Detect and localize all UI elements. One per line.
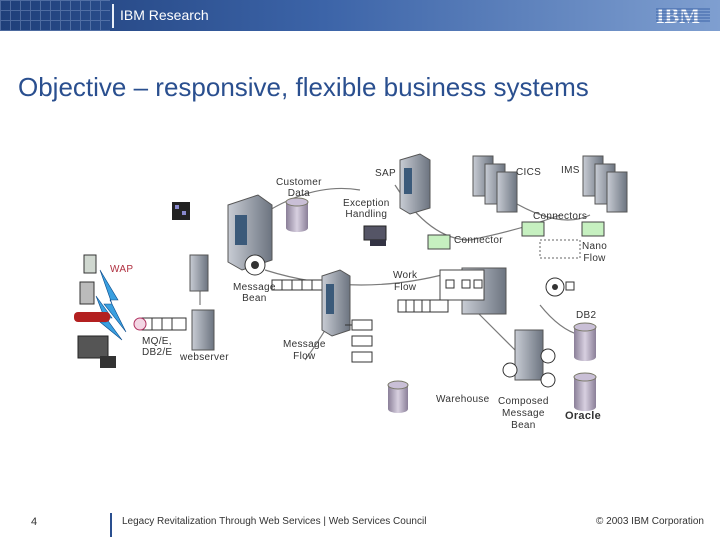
label-message-bean: Message Bean xyxy=(233,282,276,304)
db2-cylinder-icon xyxy=(573,322,597,361)
composed-bean-server-icon xyxy=(502,329,556,388)
nano-flow-icon xyxy=(539,239,581,297)
label-sap: SAP xyxy=(375,168,396,179)
label-nano-flow: Nano Flow xyxy=(582,241,608,264)
oracle-cylinder-icon xyxy=(573,372,597,411)
connector-box-2 xyxy=(521,221,545,237)
ibm-logo: IBM xyxy=(656,3,710,27)
webserver-top-icon xyxy=(189,254,209,292)
message-flow-server-icon xyxy=(321,269,351,337)
label-work-flow: Work Flow xyxy=(393,270,418,293)
car-icon xyxy=(74,312,110,322)
connector-box-3 xyxy=(581,221,605,237)
label-webserver: webserver xyxy=(180,352,229,363)
message-queue-icon xyxy=(397,299,449,313)
header-divider xyxy=(112,4,114,28)
workflow-server-icon xyxy=(439,267,507,315)
label-exception-handling: Exception Handling xyxy=(343,198,390,220)
laptop-icon xyxy=(100,356,116,368)
ims-server-cluster-icon xyxy=(582,155,628,213)
page-number: 4 xyxy=(31,516,38,528)
customer-data-cylinder-icon xyxy=(285,197,309,232)
architecture-diagram xyxy=(74,153,628,413)
label-customer-data: Customer Data xyxy=(276,177,322,199)
desk-phone-icon xyxy=(77,335,109,359)
warehouse-cylinder-icon xyxy=(387,380,409,413)
pda-icon xyxy=(83,254,97,274)
phone-terminal-icon xyxy=(363,225,387,246)
label-oracle: Oracle xyxy=(565,410,602,422)
label-connector: Connector xyxy=(454,235,503,246)
customer-server-icon xyxy=(227,194,273,271)
circuit-board-icon xyxy=(172,202,190,220)
link-server-workflow xyxy=(264,269,461,286)
webserver-bottom-icon xyxy=(191,309,215,351)
label-warehouse: Warehouse xyxy=(436,394,490,405)
header-bar: IBM Research IBM xyxy=(0,0,720,31)
connector-box-1 xyxy=(427,234,451,250)
label-message-flow: Message Flow xyxy=(283,339,326,362)
label-composed-message-bean: Composed Message Bean xyxy=(498,396,549,431)
label-wap: WAP xyxy=(110,264,134,275)
footer-divider xyxy=(110,513,112,537)
cics-server-cluster-icon xyxy=(472,155,518,213)
link-cics-connectors xyxy=(509,199,591,221)
label-cics: CICS xyxy=(516,167,542,178)
message-bean-icon xyxy=(244,254,325,291)
handheld-icon xyxy=(79,281,95,305)
label-db2: DB2 xyxy=(576,310,597,321)
message-flow-queues-icon xyxy=(345,319,373,363)
webserver-queue-icon xyxy=(133,317,187,331)
label-ims: IMS xyxy=(561,165,580,176)
header-pattern xyxy=(0,0,110,31)
header-brand: IBM Research xyxy=(120,7,209,23)
footer-copyright: © 2003 IBM Corporation xyxy=(596,516,704,527)
label-connectors: Connectors xyxy=(533,211,588,222)
slide-title: Objective – responsive, flexible busines… xyxy=(18,72,589,102)
wap-lightning-icon xyxy=(95,269,127,341)
sap-server-icon xyxy=(399,153,431,215)
footer-center-text: Legacy Revitalization Through Web Servic… xyxy=(122,516,427,527)
label-mqe-db2e: MQ/E, DB2/E xyxy=(142,336,173,358)
footer: 4 Legacy Revitalization Through Web Serv… xyxy=(0,505,720,540)
